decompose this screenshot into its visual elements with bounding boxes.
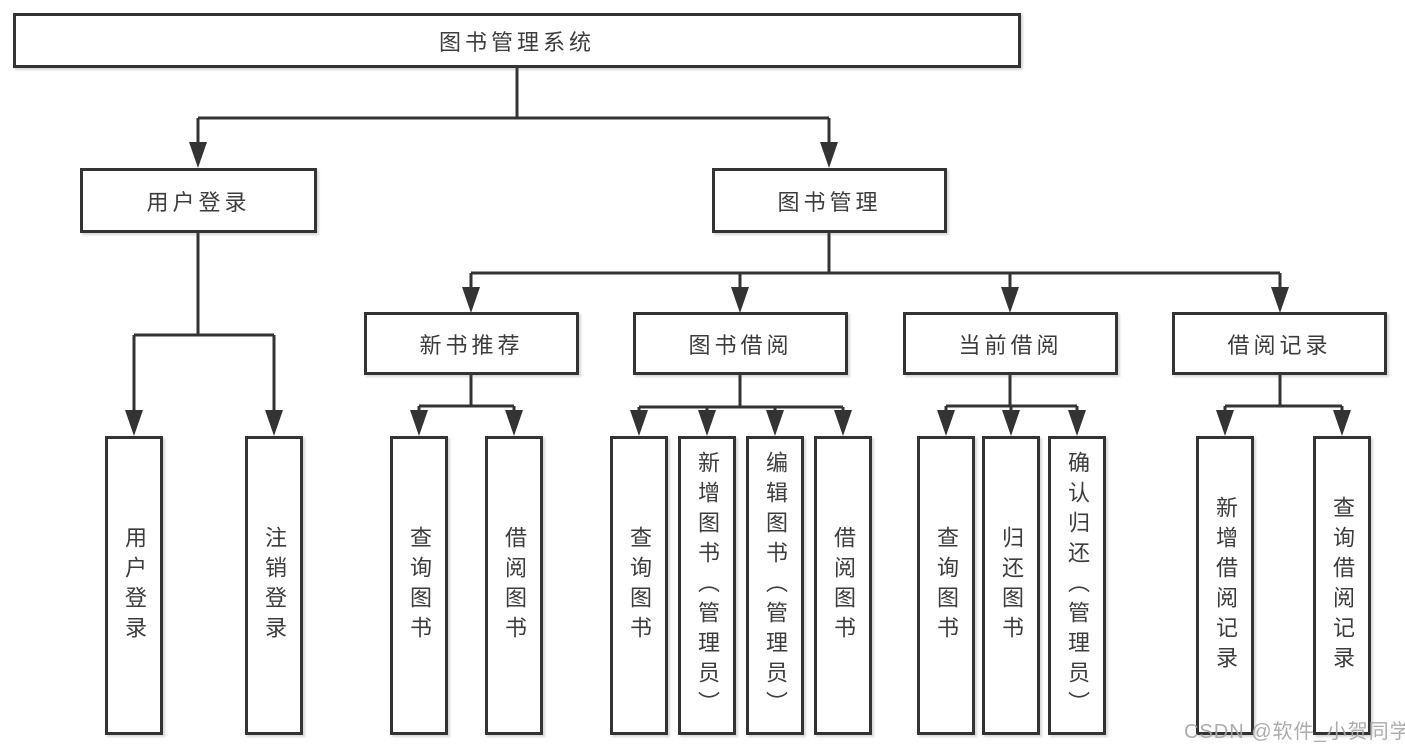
csdn-watermark: CSDN @软件_小贺同学 [1184, 721, 1405, 743]
leaf-query-borrow-record: 查询借阅记录 [1313, 436, 1371, 735]
leaf-query-books-recommend: 查询图书 [390, 436, 448, 735]
node-book-borrow: 图书借阅 [633, 312, 848, 375]
leaf-edit-book-admin: 编辑图书（管理员） [746, 436, 804, 735]
leaf-query-books-borrow: 查询图书 [610, 436, 668, 735]
leaf-borrow-books: 借阅图书 [814, 436, 872, 735]
leaf-add-book-admin: 新增图书（管理员） [678, 436, 736, 735]
arrowheads [125, 142, 1351, 436]
leaf-user-login: 用户登录 [105, 436, 163, 735]
leaf-confirm-return-admin: 确认归还（管理员） [1048, 436, 1106, 735]
leaf-return-book: 归还图书 [982, 436, 1040, 735]
node-new-book-recommend: 新书推荐 [364, 312, 579, 375]
leaf-borrow-books-recommend: 借阅图书 [485, 436, 543, 735]
node-user-login: 用户登录 [80, 168, 317, 233]
leaf-logout: 注销登录 [245, 436, 303, 735]
node-book-management: 图书管理 [712, 168, 947, 233]
node-current-borrow: 当前借阅 [903, 312, 1118, 375]
leaf-add-borrow-record: 新增借阅记录 [1196, 436, 1254, 735]
leaf-query-books-current: 查询图书 [917, 436, 975, 735]
node-root: 图书管理系统 [13, 13, 1021, 68]
node-borrow-records: 借阅记录 [1172, 312, 1387, 375]
